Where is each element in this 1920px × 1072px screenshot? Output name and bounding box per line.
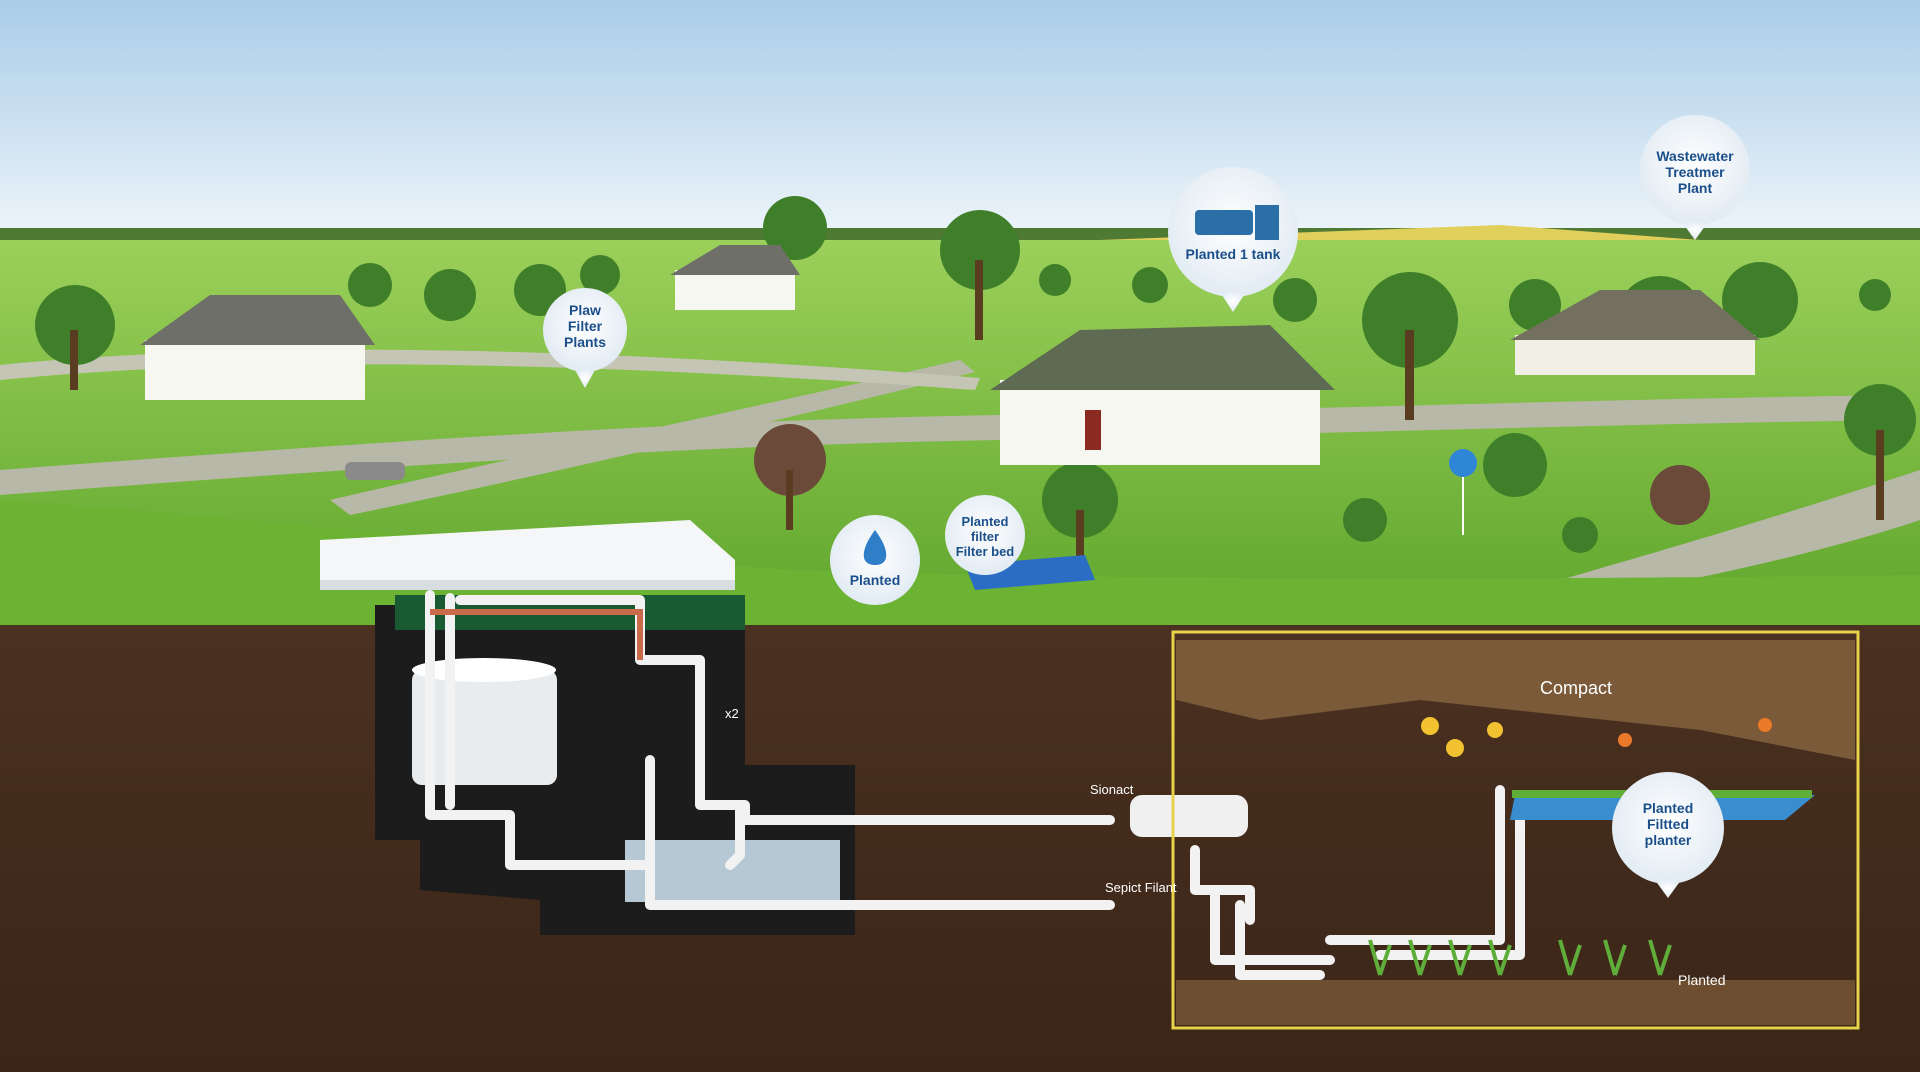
road-main [0,395,1900,495]
box-soil-bottom [1176,980,1855,1025]
house-left [140,295,375,400]
label-planted-drop: Planted [849,572,901,588]
house-right [1510,290,1760,375]
sky [0,0,1920,240]
tank-icon [1195,210,1253,235]
plants-bottom [1368,939,1672,976]
road-right [1560,470,1920,600]
label-x2: x2 [725,706,739,721]
car [345,462,405,480]
bubble-plaw [543,288,627,388]
flowers [1421,717,1772,757]
house-far [670,245,800,310]
water-tank [625,840,840,902]
pipes-red [430,609,643,660]
label-compact: Compact [1540,678,1613,698]
label-planted-bottom: Planted [1678,972,1726,988]
location-pin-icon [1449,449,1477,477]
water-drop-icon [863,530,887,565]
label-planted-filtted: Planted Filtted planter [1642,800,1694,848]
bubble-filter-bed [945,495,1025,575]
compact-unit [1130,795,1248,837]
pump-icon [1255,205,1279,240]
road-curve [330,360,975,515]
label-plaw-filter: Plaw Filter Plants [563,302,606,350]
bubble-wastewater [1640,115,1750,240]
highlight-box [1171,630,1860,1030]
bubble-planter [1612,772,1724,898]
label-planted-tank: Planted 1 tank [1185,246,1281,262]
box-soil-top [1176,640,1855,760]
trees [35,196,1916,570]
label-sepict-filant: Sepict Filant [1105,880,1177,895]
label-wastewater-plant: Wastewater Treatmer Plant [1656,148,1734,196]
label-sionact: Sionact [1090,782,1134,797]
label-planted-filter-bed: Planted filter Filter bed [955,514,1015,559]
shed [320,520,735,590]
house-center [990,325,1335,465]
